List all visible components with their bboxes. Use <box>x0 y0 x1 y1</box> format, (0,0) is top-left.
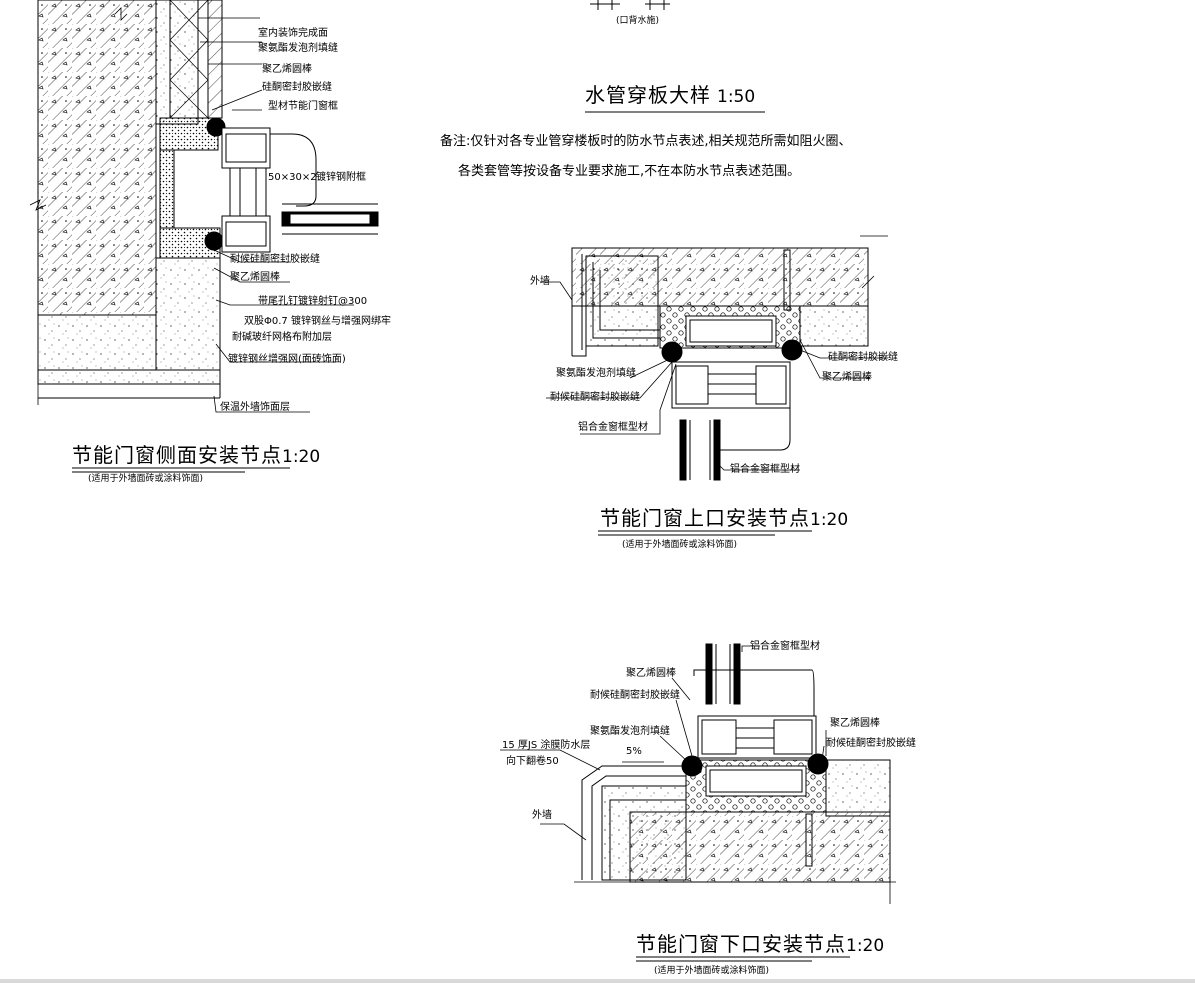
bottom-label-wall: 外墙 <box>532 810 552 821</box>
side-label-14: 保温外墙饰面层 <box>220 402 290 413</box>
water-pipe-scale: 1:50 <box>717 87 756 107</box>
bottom-detail-title: 节能门窗下口安装节点1:20 <box>636 933 884 957</box>
side-label-7: 镀锌钢附框 <box>316 172 366 183</box>
top-fragment-label: (口背水施) <box>616 16 660 26</box>
top-label-wall: 外墙 <box>530 276 550 287</box>
side-label-11: 双股Φ0.7 镀锌钢丝与增强网绑牢 <box>244 316 391 327</box>
top-label-2: 聚乙烯圆棒 <box>822 372 872 383</box>
top-detail-scale: 1:20 <box>810 510 849 530</box>
top-label-6: 铝合金窗框型材 <box>730 464 800 475</box>
water-pipe-note-line2: 各类套管等按设备专业要求施工,不在本防水节点表述范围。 <box>458 164 801 179</box>
bottom-label-4: 聚氨酯发泡剂填缝 <box>590 726 670 737</box>
side-label-2: 聚氨酯发泡剂填缝 <box>258 43 338 54</box>
bottom-label-5: 聚乙烯圆棒 <box>830 718 880 729</box>
side-detail-scale: 1:20 <box>282 447 321 467</box>
side-label-5: 型材节能门窗框 <box>268 101 338 112</box>
side-detail-subtitle: (适用于外墙面砖或涂料饰面) <box>88 474 204 484</box>
bottom-label-3: 耐候硅酮密封胶嵌缝 <box>590 690 680 701</box>
side-detail-drawing <box>29 0 379 413</box>
side-label-3: 聚乙烯圆棒 <box>262 64 312 75</box>
title-underlines <box>72 111 850 962</box>
bottom-label-2: 聚乙烯圆棒 <box>626 668 676 679</box>
water-pipe-title: 水管穿板大样 1:50 <box>585 84 755 108</box>
side-detail-title: 节能门窗侧面安装节点1:20 <box>72 444 320 468</box>
top-label-4: 耐候硅酮密封胶嵌缝 <box>550 392 640 403</box>
side-label-1: 室内装饰完成面 <box>258 28 328 39</box>
bottom-label-8: 向下翻卷50 <box>506 756 559 767</box>
side-label-4: 硅酮密封胶嵌缝 <box>262 82 332 93</box>
top-label-3: 聚氨酯发泡剂填缝 <box>556 368 636 379</box>
side-label-6: 50×30×2 <box>268 172 317 183</box>
side-label-12: 耐碱玻纤网格布附加层 <box>232 332 332 343</box>
bottom-label-1: 铝合金窗框型材 <box>750 641 820 652</box>
top-label-5: 铝合金窗框型材 <box>578 422 648 433</box>
side-label-13: 镀锌钢丝增强网(面砖饰面) <box>228 354 346 365</box>
top-detail-title-text: 节能门窗上口安装节点 <box>600 506 810 530</box>
bottom-detail-subtitle: (适用于外墙面砖或涂料饰面) <box>654 966 770 976</box>
bottom-label-7: 15 厚JS 涂膜防水层 <box>502 740 591 751</box>
bottom-detail-title-text: 节能门窗下口安装节点 <box>636 932 846 956</box>
bottom-scrollbar-edge <box>0 979 1195 983</box>
side-detail-title-text: 节能门窗侧面安装节点 <box>72 443 282 467</box>
bottom-detail-drawing <box>500 643 896 904</box>
top-detail-title: 节能门窗上口安装节点1:20 <box>600 507 848 531</box>
bottom-label-6: 耐候硅酮密封胶嵌缝 <box>826 738 916 749</box>
top-detail-subtitle: (适用于外墙面砖或涂料饰面) <box>622 540 738 550</box>
top-fragment <box>590 0 670 10</box>
bottom-label-slope: 5% <box>626 746 642 757</box>
top-detail-drawing <box>540 235 888 481</box>
bottom-detail-scale: 1:20 <box>846 936 885 956</box>
water-pipe-note-line1: 备注:仅针对各专业管穿楼板时的防水节点表述,相关规范所需如阻火圈、 <box>440 134 852 149</box>
top-label-1: 硅酮密封胶嵌缝 <box>828 352 898 363</box>
side-label-8: 耐候硅酮密封胶嵌缝 <box>230 254 320 265</box>
water-pipe-title-text: 水管穿板大样 <box>585 83 711 107</box>
side-label-9: 聚乙烯圆棒 <box>230 272 280 283</box>
side-label-10: 带尾孔钉镀锌射钉@300 <box>258 296 368 307</box>
